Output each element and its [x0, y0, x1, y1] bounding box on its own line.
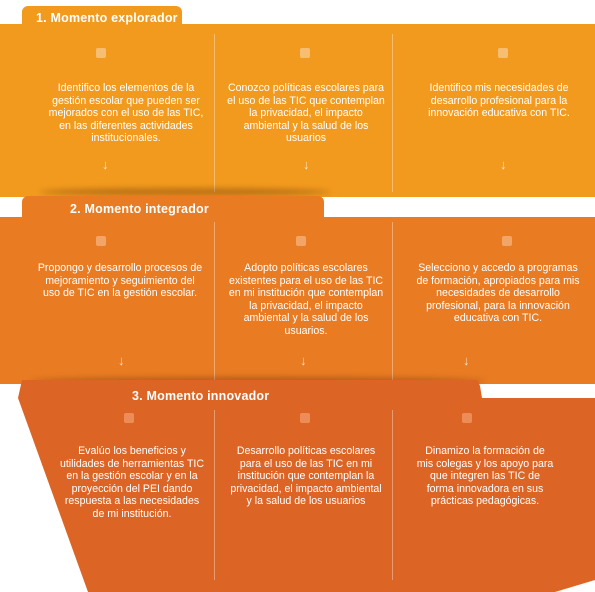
column-divider: [392, 222, 393, 380]
down-arrow-icon: ↓: [118, 353, 125, 368]
square-bullet-icon: [300, 48, 310, 58]
stage-integrator-item-1: Propongo y desarrollo procesos de mejora…: [37, 262, 203, 300]
square-bullet-icon: [296, 236, 306, 246]
stage-integrator-tab: 2. Momento integrador: [22, 196, 324, 222]
stage-integrator-item-3: Selecciono y accedo a programas de forma…: [416, 262, 580, 325]
column-divider: [214, 222, 215, 380]
square-bullet-icon: [124, 413, 134, 423]
square-bullet-icon: [96, 236, 106, 246]
stage-innovator-item-1: Evalúo los beneficios y utilidades de he…: [59, 445, 205, 520]
stage-explorer-item-1: Identifico los elementos de la gestión e…: [48, 82, 204, 145]
column-divider: [392, 410, 393, 580]
stage-innovator-band: [18, 380, 595, 592]
stage-innovator-item-3: Dinamizo la formación de mis colegas y l…: [416, 445, 554, 508]
square-bullet-icon: [462, 413, 472, 423]
square-bullet-icon: [96, 48, 106, 58]
stage-innovator-item-2: Desarrollo políticas escolares para el u…: [230, 445, 382, 508]
band-shadow: [40, 188, 330, 196]
down-arrow-icon: ↓: [303, 157, 310, 172]
down-arrow-icon: ↓: [102, 157, 109, 172]
column-divider: [214, 34, 215, 192]
stage-explorer-title: 1. Momento explorador: [36, 11, 178, 25]
stage-integrator-title: 2. Momento integrador: [70, 202, 209, 216]
square-bullet-icon: [498, 48, 508, 58]
stage-explorer-item-2: Conozco políticas escolares para el uso …: [227, 82, 385, 145]
down-arrow-icon: ↓: [300, 353, 307, 368]
column-divider: [392, 34, 393, 192]
stage-innovator-tab: 3. Momento innovador: [28, 384, 478, 408]
stage-innovator-title: 3. Momento innovador: [132, 389, 270, 403]
down-arrow-icon: ↓: [463, 353, 470, 368]
down-arrow-icon: ↓: [500, 157, 507, 172]
stage-explorer-tab: 1. Momento explorador: [22, 6, 182, 30]
stage-explorer-item-3: Identifico mis necesidades de desarrollo…: [428, 82, 570, 120]
column-divider: [214, 410, 215, 580]
square-bullet-icon: [502, 236, 512, 246]
stage-integrator-item-2: Adopto políticas escolares existentes pa…: [228, 262, 384, 337]
square-bullet-icon: [300, 413, 310, 423]
